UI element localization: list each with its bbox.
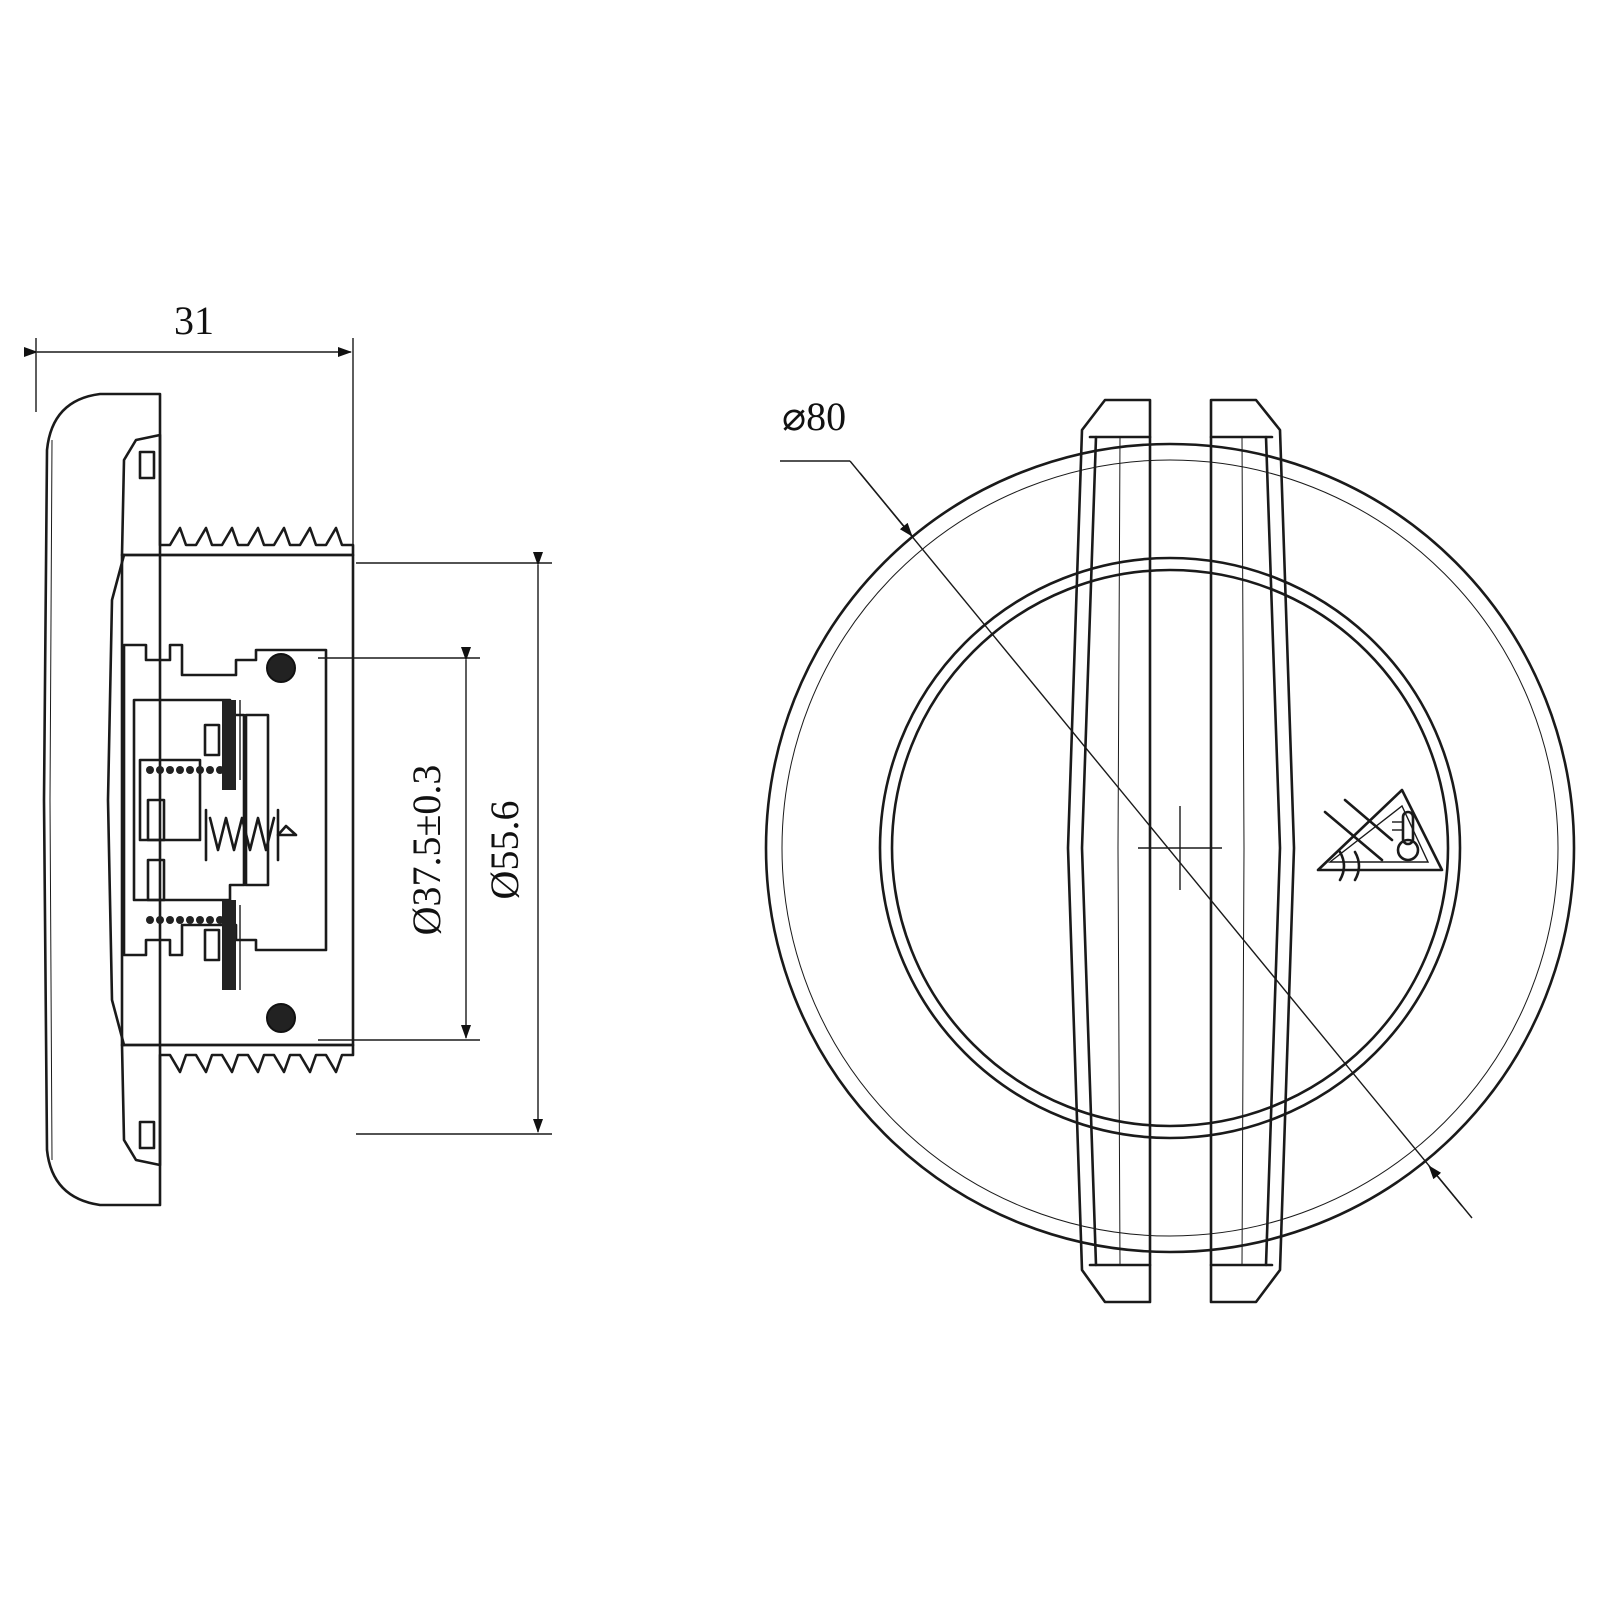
valve-assembly <box>122 643 328 957</box>
cap-shell <box>42 392 162 1207</box>
coil-spring-lower <box>146 916 224 924</box>
coil-spring-upper <box>146 766 224 774</box>
grip-handle-left <box>1066 398 1152 1304</box>
o-ring-top <box>266 653 296 683</box>
thread-diameter-dimension: Ø55.6 <box>356 552 552 1135</box>
top-plan-view: ⌀80 <box>764 394 1576 1304</box>
side-section-view: 31 <box>24 298 355 1207</box>
hot-coolant-warning-icon <box>1316 788 1444 882</box>
thread-diameter-label: Ø55.6 <box>482 801 527 900</box>
bore-diameter-label: Ø37.5±0.3 <box>404 765 449 936</box>
thread-housing <box>120 433 355 557</box>
grip-handle-right <box>1209 398 1296 1304</box>
outer-diameter-label: ⌀80 <box>782 394 846 439</box>
cap-inner-ring <box>781 459 1559 1237</box>
width-dimension: 31 <box>24 298 354 552</box>
center-mark <box>1138 806 1222 890</box>
cap-outer-circle <box>764 442 1576 1254</box>
bore-diameter-dimension: Ø37.5±0.3 <box>318 647 480 1041</box>
width-dimension-label: 31 <box>174 298 214 343</box>
thread-housing-lower <box>120 1043 355 1167</box>
o-ring-bottom <box>266 1003 296 1033</box>
outer-diameter-dimension: ⌀80 <box>780 394 1473 1219</box>
valve-spring <box>208 816 276 852</box>
plunger-stems <box>222 700 241 990</box>
cap-face-inner <box>890 568 1450 1128</box>
body-bore <box>120 553 355 1047</box>
cap-face-outer <box>878 556 1462 1140</box>
